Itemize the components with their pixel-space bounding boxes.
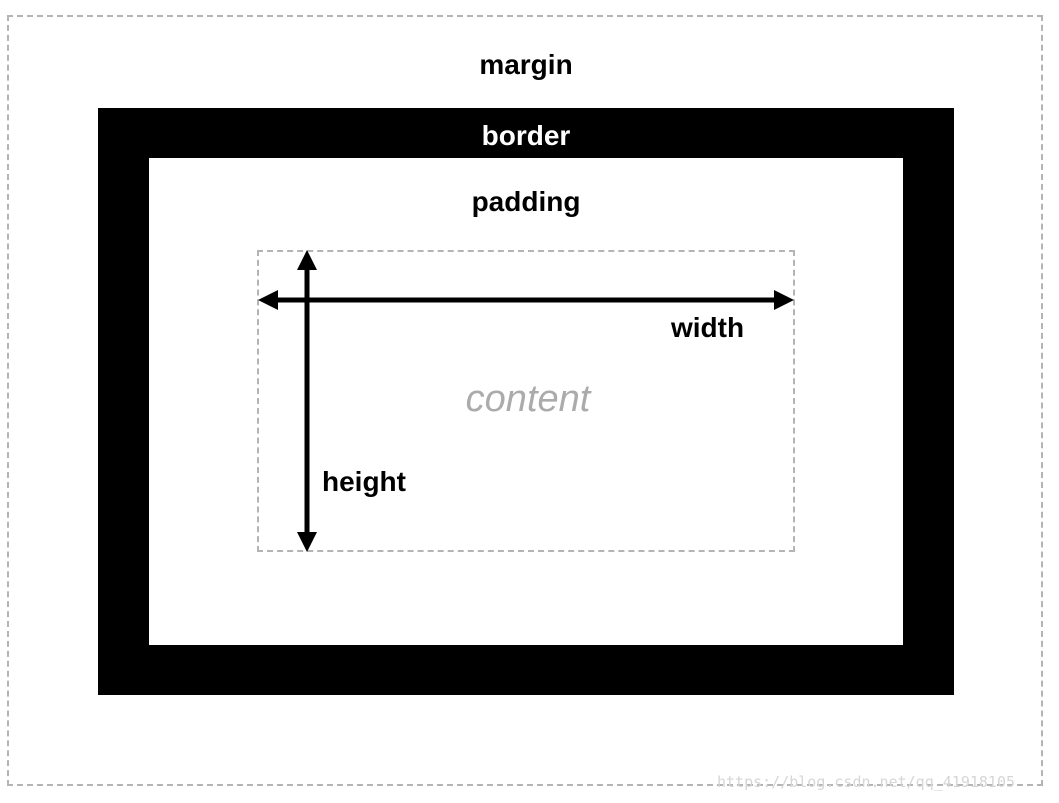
height-arrow-icon (297, 250, 317, 552)
margin-area (7, 15, 1043, 786)
width-arrow-icon (258, 290, 794, 310)
height-label: height (322, 466, 406, 497)
margin-label: margin (479, 49, 573, 80)
content-area (257, 250, 795, 552)
border-label: border (481, 120, 571, 151)
padding-area (149, 158, 903, 645)
watermark-url: https://blog.csdn.net/qq_41918105 (717, 773, 1016, 791)
padding-label: padding (471, 186, 581, 217)
content-label: content (465, 378, 591, 420)
width-label: width (671, 312, 745, 343)
